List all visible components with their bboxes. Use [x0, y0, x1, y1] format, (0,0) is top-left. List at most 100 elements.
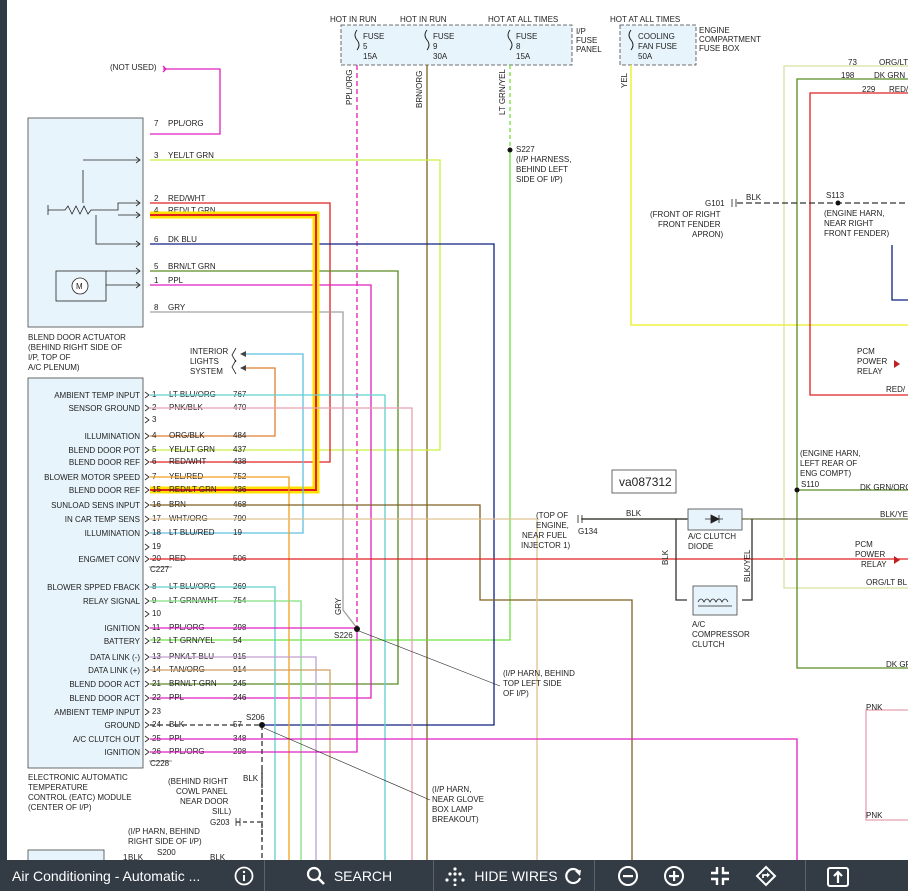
- eatc-pin-circuit: 436: [233, 485, 247, 494]
- blend-pin-wire-label: DK BLU: [168, 235, 197, 244]
- export-button[interactable]: [806, 860, 870, 891]
- eatc-pin-function: ILLUMINATION: [85, 432, 141, 441]
- search-label: SEARCH: [333, 867, 393, 884]
- zoom-in-button[interactable]: [651, 860, 697, 891]
- fuse-5-label: FUSE: [363, 32, 384, 41]
- eatc-pin-function: DATA LINK (+): [88, 666, 140, 675]
- s227-note-3: SIDE OF I/P): [516, 175, 563, 184]
- cooling-fuse-supply-label: HOT AT ALL TIMES: [610, 15, 680, 24]
- pcm1-label-3: RELAY: [857, 367, 883, 376]
- blend-pin-wire-label: RED/WHT: [168, 194, 205, 203]
- blend-actuator-label-3: I/P, TOP OF: [28, 353, 71, 362]
- pcm2-label-2: POWER: [855, 550, 885, 559]
- cooling-fuse-sub: FAN FUSE: [638, 42, 677, 51]
- eatc-pin-number: 3: [152, 415, 157, 424]
- c227-label: C227: [150, 565, 170, 574]
- rotate-button[interactable]: [743, 860, 789, 891]
- svg-text:1: 1: [123, 853, 128, 860]
- g134-note-2: ENGINE,: [536, 521, 569, 530]
- blend-pin-wire-label: GRY: [168, 303, 186, 312]
- eatc-pin-function: ILLUMINATION: [85, 529, 141, 538]
- eatc-pin-wire-label: BRN/LT GRN: [169, 679, 217, 688]
- eatc-pin-number: 15: [152, 485, 161, 494]
- blend-pin-wire-label: PPL: [168, 276, 184, 285]
- compressor-label-1: A/C: [692, 620, 706, 629]
- s227-splice-icon: [507, 147, 513, 153]
- compressor-blk-yel-label: BLK/YEL: [743, 549, 752, 582]
- s206-label: S206: [246, 713, 265, 722]
- brn-org-wire-label: BRN/ORG: [415, 71, 424, 108]
- pin-terminal-icon: [144, 708, 150, 716]
- zoom-out-button[interactable]: [605, 860, 651, 891]
- ground-icon: [235, 818, 241, 826]
- blend-pin-number: 1: [154, 276, 159, 285]
- eatc-pin-circuit: 57: [233, 720, 242, 729]
- g101-blk-label: BLK: [746, 193, 762, 202]
- hide-wires-button[interactable]: HIDE WIRES: [434, 860, 594, 891]
- dk-grn-org-label: DK GRN/ORG: [860, 483, 908, 492]
- eatc-wire-routing: [150, 394, 908, 860]
- pin-terminal-icon: [144, 404, 150, 412]
- eatc-pin-circuit: 438: [233, 457, 247, 466]
- g203-note-2: COWL PANEL: [176, 787, 228, 796]
- cooling-fuse-label: COOLING: [638, 32, 675, 41]
- diode-icon: [705, 514, 723, 524]
- fit-screen-button[interactable]: [697, 860, 743, 891]
- eatc-pin-number: 19: [152, 542, 161, 551]
- engine-fuse-box-label-2: COMPARTMENT: [699, 35, 761, 44]
- eatc-pin-number: 5: [152, 445, 157, 454]
- s226-note-2: TOP LEFT SIDE: [503, 679, 562, 688]
- org-lt-bl-label: ORG/LT BL: [866, 578, 908, 587]
- engine-fuse-box: HOT AT ALL TIMES COOLING FAN FUSE 50A EN…: [610, 15, 761, 66]
- eatc-pin-function: BLEND DOOR POT: [68, 446, 140, 455]
- g203-blk-label: BLK: [243, 774, 259, 783]
- dk-gr-label: DK GR: [886, 660, 908, 669]
- compressor-blk-label: BLK: [661, 549, 670, 565]
- s200-blk-label-2: BLK: [210, 853, 226, 860]
- blend-pin-number: 5: [154, 262, 159, 271]
- s226-label: S226: [334, 631, 353, 640]
- search-button[interactable]: SEARCH: [265, 860, 433, 891]
- eatc-pin-function: IN CAR TEMP SENS: [65, 515, 140, 524]
- engine-fuse-box-label-3: FUSE BOX: [699, 44, 740, 53]
- pcm2-label-1: PCM: [855, 540, 873, 549]
- fuse-9-label: FUSE: [433, 32, 454, 41]
- zoom-in-icon: [664, 865, 684, 886]
- s113-note-3: FRONT FENDER): [824, 229, 890, 238]
- right-side-wiring: [581, 65, 908, 821]
- ip-fuse-panel-label-3: PANEL: [576, 45, 602, 54]
- eatc-pin-number: 6: [152, 457, 157, 466]
- pin-terminal-icon: [144, 721, 150, 729]
- g101-note-1: (FRONT OF RIGHT: [650, 210, 721, 219]
- pin-terminal-icon: [144, 446, 150, 454]
- pin-terminal-icon: [144, 666, 150, 674]
- eatc-pin-function: IGNITION: [104, 624, 140, 633]
- s200-note-1: (I/P HARN, BEHIND: [128, 827, 200, 836]
- fuse-symbol-icon: [354, 29, 513, 51]
- info-button[interactable]: [224, 860, 264, 891]
- fit-screen-icon: [711, 866, 729, 885]
- fuse-symbol-icon: [628, 29, 634, 51]
- eatc-pin-circuit: 19: [233, 528, 242, 537]
- pcm1-red-label: RED/: [886, 385, 906, 394]
- diagram-id-label: va087312: [619, 475, 672, 489]
- fuse-8-number: 8: [516, 42, 521, 51]
- blend-wire-routing: [150, 159, 495, 726]
- eatc-pin-wire-label: ORG/BLK: [169, 431, 205, 440]
- ip-fuse-panel-label-2: FUSE: [576, 36, 597, 45]
- hide-wires-label: HIDE WIRES: [474, 867, 558, 884]
- blend-pin-wire-label: YEL/LT GRN: [168, 151, 214, 160]
- eatc-label-3: CONTROL (EATC) MODULE: [28, 793, 132, 802]
- eatc-pin-function: RELAY SIGNAL: [83, 597, 141, 606]
- fuse-9-number: 9: [433, 42, 438, 51]
- info-icon: [234, 866, 254, 885]
- eatc-pin-wire-label: YEL/LT GRN: [169, 445, 215, 454]
- s206-splice-icon: [259, 722, 265, 728]
- export-icon: [827, 866, 849, 887]
- s200-note-2: RIGHT SIDE OF I/P): [128, 837, 202, 846]
- rotate-icon: [755, 865, 777, 886]
- fuse-9-amps: 30A: [433, 52, 448, 61]
- pin-terminal-icon: [144, 515, 150, 523]
- s200-blk-label: BLK: [128, 853, 144, 860]
- fuse-8-supply-label: HOT AT ALL TIMES: [488, 15, 558, 24]
